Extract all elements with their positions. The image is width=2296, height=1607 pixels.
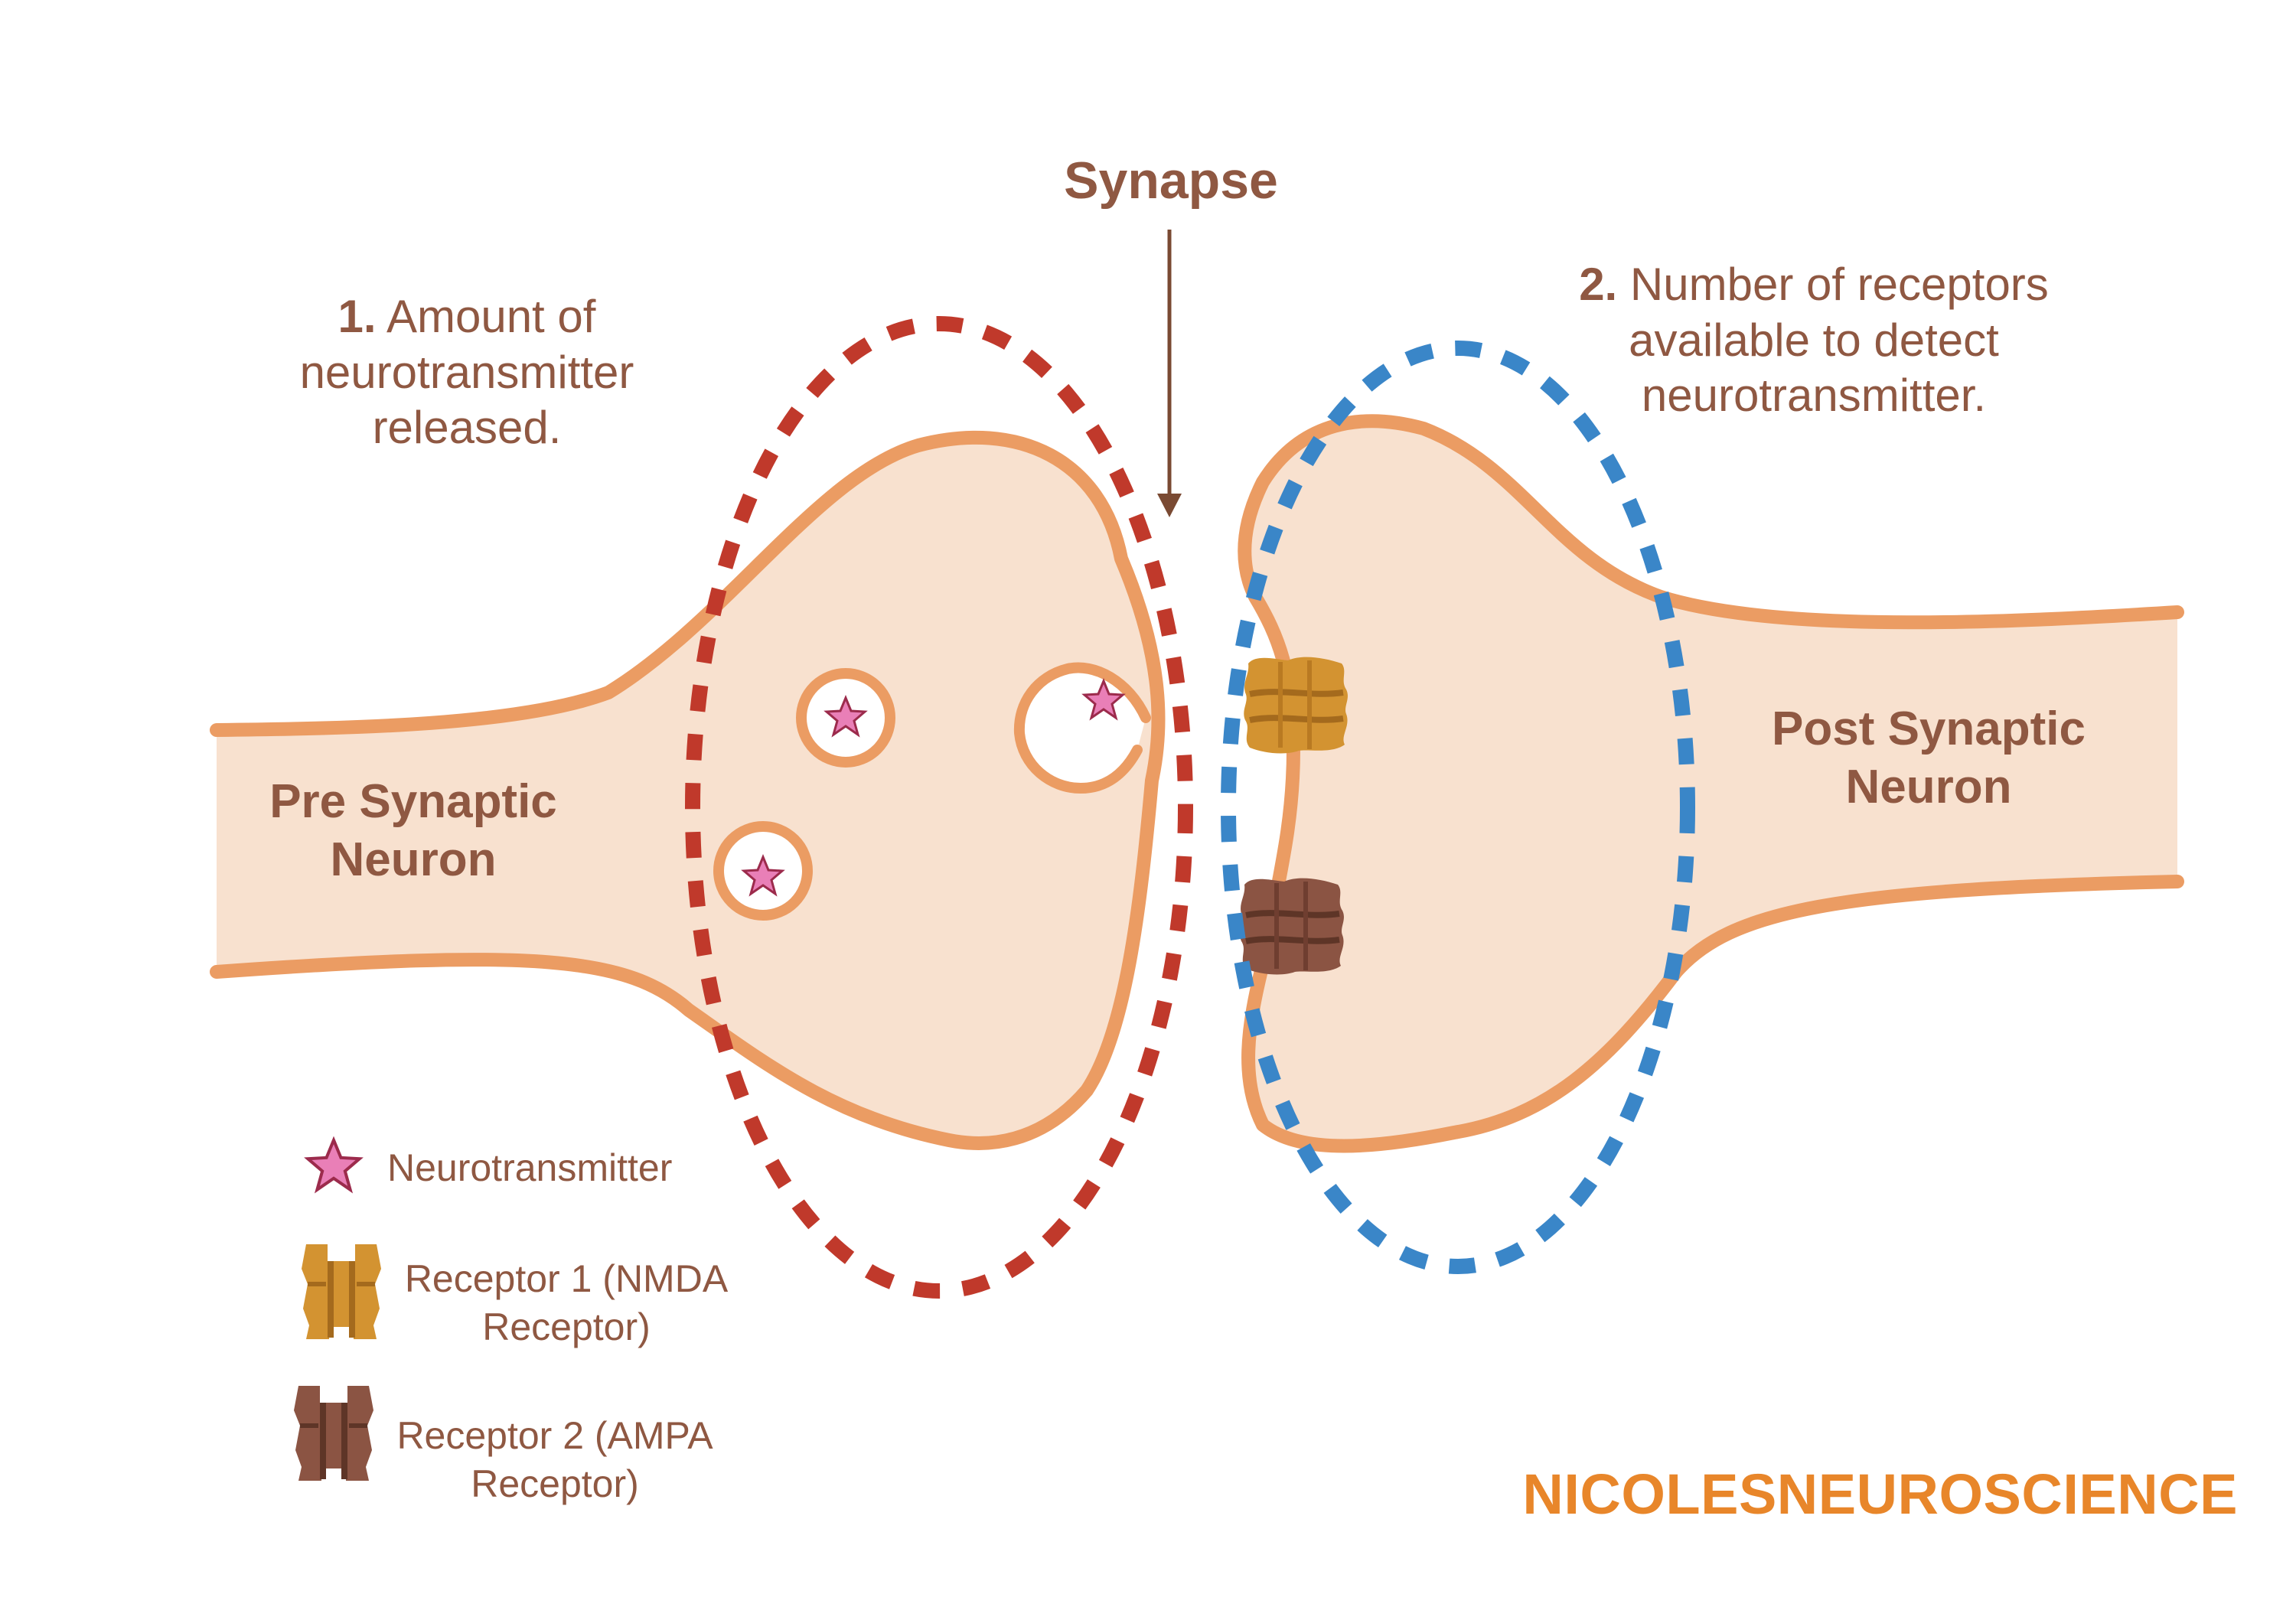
synapse-arrow — [1157, 230, 1182, 517]
post-synaptic-neuron-outline — [1238, 414, 2184, 1153]
nmda-receptor-icon — [302, 1244, 381, 1339]
vesicle-1 — [796, 668, 895, 768]
annotation-step-1: 1. Amount of neurotransmitter released. — [253, 289, 681, 456]
ampa-receptor — [1240, 878, 1344, 975]
step-2-number: 2. — [1579, 259, 1618, 310]
step-2-text: Number of receptors available to detect … — [1629, 259, 2049, 422]
nmda-receptor — [1244, 657, 1348, 754]
step-1-text: Amount of neurotransmitter released. — [299, 291, 634, 454]
ampa-receptor-icon — [294, 1386, 373, 1481]
legend-receptor-1-label: Receptor 1 (NMDA Receptor) — [404, 1257, 729, 1348]
legend-receptor-2-label: Receptor 2 (AMPA Receptor) — [396, 1414, 713, 1505]
post-synaptic-neuron — [1244, 421, 2177, 1146]
vesicle-2 — [713, 821, 813, 921]
pre-synaptic-neuron-label: Pre Synaptic Neuron — [269, 775, 557, 886]
star-icon — [308, 1140, 360, 1190]
pre-synaptic-highlight — [685, 316, 1193, 1299]
post-synaptic-neuron-label: Post Synaptic Neuron — [1772, 702, 2086, 813]
step-1-number: 1. — [338, 291, 377, 342]
legend-neurotransmitter-label: Neurotransmitter — [387, 1146, 673, 1189]
brand-watermark: NICOLESNEUROSCIENCE — [1522, 1462, 2238, 1526]
annotation-step-2: 2. Number of receptors available to dete… — [1561, 257, 2066, 424]
post-synaptic-highlight — [1221, 341, 1695, 1274]
synapse-title: Synapse — [1064, 152, 1278, 210]
pre-synaptic-neuron-outline — [210, 430, 1166, 1150]
vesicle-3-fusing — [1013, 662, 1151, 794]
